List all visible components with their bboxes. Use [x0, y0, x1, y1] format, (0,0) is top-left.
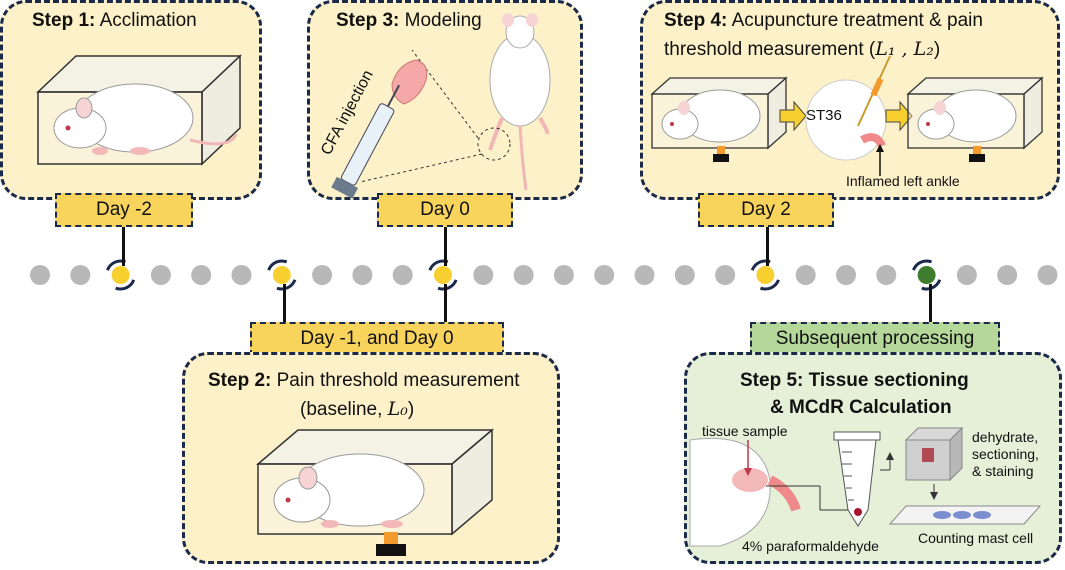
connector-step1	[122, 226, 125, 266]
step3-title-rest: Modeling	[399, 10, 482, 31]
timeline-marker-dot	[756, 266, 775, 284]
timeline-dot	[312, 265, 333, 285]
timeline-dot	[956, 265, 977, 285]
timeline-dot	[876, 265, 897, 285]
process-label-3: & staining	[972, 463, 1034, 479]
step2-day-tag: Day -1, and Day 0	[250, 322, 504, 356]
step4-title-line2-text: threshold measurement (	[664, 39, 876, 60]
timeline-dot	[30, 265, 50, 285]
step4-title-line1: Step 4: Acupuncture treatment & pain	[664, 10, 983, 32]
step5-title-line1: Step 5: Tissue sectioning	[740, 370, 969, 391]
timeline-dot	[70, 265, 91, 285]
timeline-marker-dot	[917, 266, 936, 284]
step4-title-line2: threshold measurement (L₁ , L₂)	[664, 38, 940, 61]
step5-tag: Subsequent processing	[750, 322, 1000, 356]
connector-step2-right	[444, 284, 447, 322]
timeline-marker-ring	[266, 259, 298, 291]
timeline-dot	[150, 265, 171, 285]
step4-title-bold: Step 4:	[664, 10, 728, 31]
timeline-dot	[674, 265, 695, 285]
timeline-marker-dot	[434, 266, 452, 284]
connector-step4	[766, 226, 769, 266]
rat-top-icon	[488, 13, 551, 191]
step1-title-rest: Acclimation	[95, 10, 197, 31]
step2-title-rest: Pain threshold measurement	[271, 370, 520, 391]
fixative-label: 4% paraformaldehyde	[742, 538, 879, 554]
step4-title-rest: Acupuncture treatment & pain	[727, 10, 983, 31]
step4-title-close: )	[933, 39, 941, 60]
timeline-marker-ring	[105, 259, 137, 291]
step2-subtitle-pre: (baseline,	[300, 399, 388, 420]
step4-title-math: L₁ , L₂	[875, 38, 934, 60]
step5-title-line2: & MCdR Calculation	[770, 397, 952, 418]
ankle-label: Inflamed left ankle	[846, 173, 960, 189]
timeline-marker-dot	[111, 266, 130, 284]
timeline-dot	[715, 265, 736, 285]
process-label-1: dehydrate,	[972, 429, 1039, 445]
step1-title-bold: Step 1:	[32, 10, 96, 31]
step2-subtitle-math: L₀	[387, 398, 408, 420]
timeline-dot	[553, 265, 574, 285]
timeline-dot	[997, 265, 1018, 285]
step2-title-bold: Step 2:	[208, 370, 272, 391]
step2-subtitle-post: )	[407, 399, 415, 420]
connector-step5	[929, 284, 932, 322]
timeline-dot	[352, 265, 373, 285]
process-label-2: sectioning,	[972, 446, 1039, 462]
rat-icon	[53, 83, 238, 155]
timeline-dot	[191, 265, 212, 285]
count-label: Counting mast cell	[918, 530, 1034, 546]
step3-title-bold: Step 3:	[336, 10, 400, 31]
timeline-dot	[795, 265, 816, 285]
timeline-marker-ring	[749, 259, 781, 291]
timeline-dot	[836, 265, 856, 285]
timeline-dot	[594, 265, 615, 285]
step1-title: Step 1: Acclimation	[32, 10, 197, 32]
acupoint-label: ST36	[806, 107, 842, 124]
connector-step3	[444, 226, 447, 266]
tissue-label: tissue sample	[702, 423, 788, 439]
step2-subtitle: (baseline, L₀)	[300, 398, 414, 421]
timeline-marker-dot	[272, 266, 291, 284]
timeline-dot	[513, 265, 534, 285]
timeline-dot	[634, 265, 655, 285]
step3-title: Step 3: Modeling	[336, 10, 482, 32]
timeline-dot	[473, 265, 494, 285]
timeline-dot	[1037, 265, 1058, 285]
step1-day-tag: Day -2	[55, 193, 193, 227]
timeline-marker-ring	[911, 259, 943, 291]
connector-step2-left	[283, 284, 286, 322]
step2-title: Step 2: Pain threshold measurement	[208, 370, 520, 392]
timeline-marker-ring	[427, 259, 459, 291]
timeline-dot	[392, 265, 413, 285]
step4-day-tag: Day 2	[698, 193, 834, 227]
timeline-dot	[231, 265, 252, 285]
step3-day-tag: Day 0	[377, 193, 513, 227]
